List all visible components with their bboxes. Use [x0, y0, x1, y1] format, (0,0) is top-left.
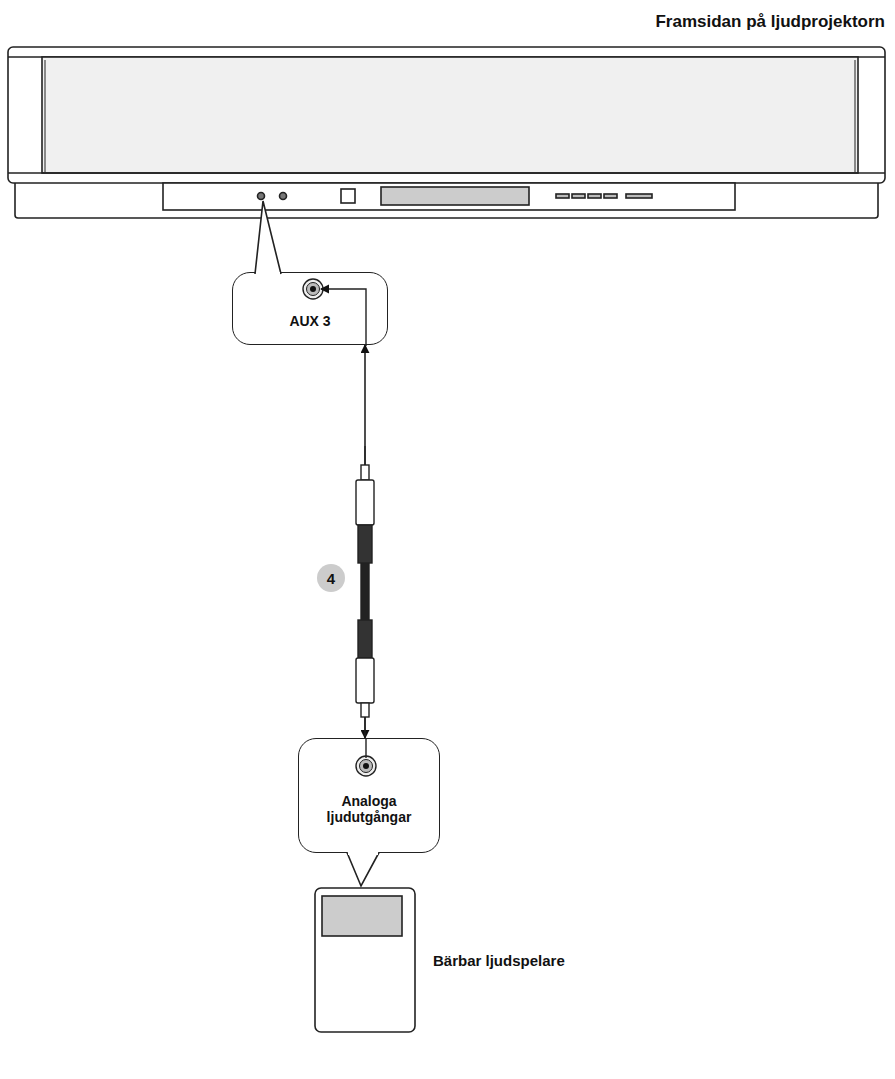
inner-lead [365, 739, 366, 758]
callout-bubble: Analoga ljudutgångar [298, 738, 440, 853]
bubble-pointer [347, 853, 379, 887]
part-label: Framsidan på ljudprojektorn [655, 12, 885, 32]
callout-circle [317, 564, 345, 592]
cable-plugs [356, 446, 374, 736]
port-label: AUX 3 [233, 313, 387, 329]
port-label: Analoga ljudutgångar [299, 793, 439, 825]
portable-player [315, 888, 415, 1032]
callout-bubble: AUX 3 [232, 272, 388, 345]
jack-symbol [356, 756, 376, 776]
callout-number: 4 [327, 570, 335, 587]
sound-projector [8, 47, 885, 218]
bubble-shape [233, 273, 389, 346]
bubble-pointer [255, 201, 281, 274]
bubble-gap [348, 850, 378, 855]
arrow-head [320, 285, 329, 294]
bubble-gap [256, 272, 280, 277]
part-label: Bärbar ljudspelare [433, 952, 565, 969]
